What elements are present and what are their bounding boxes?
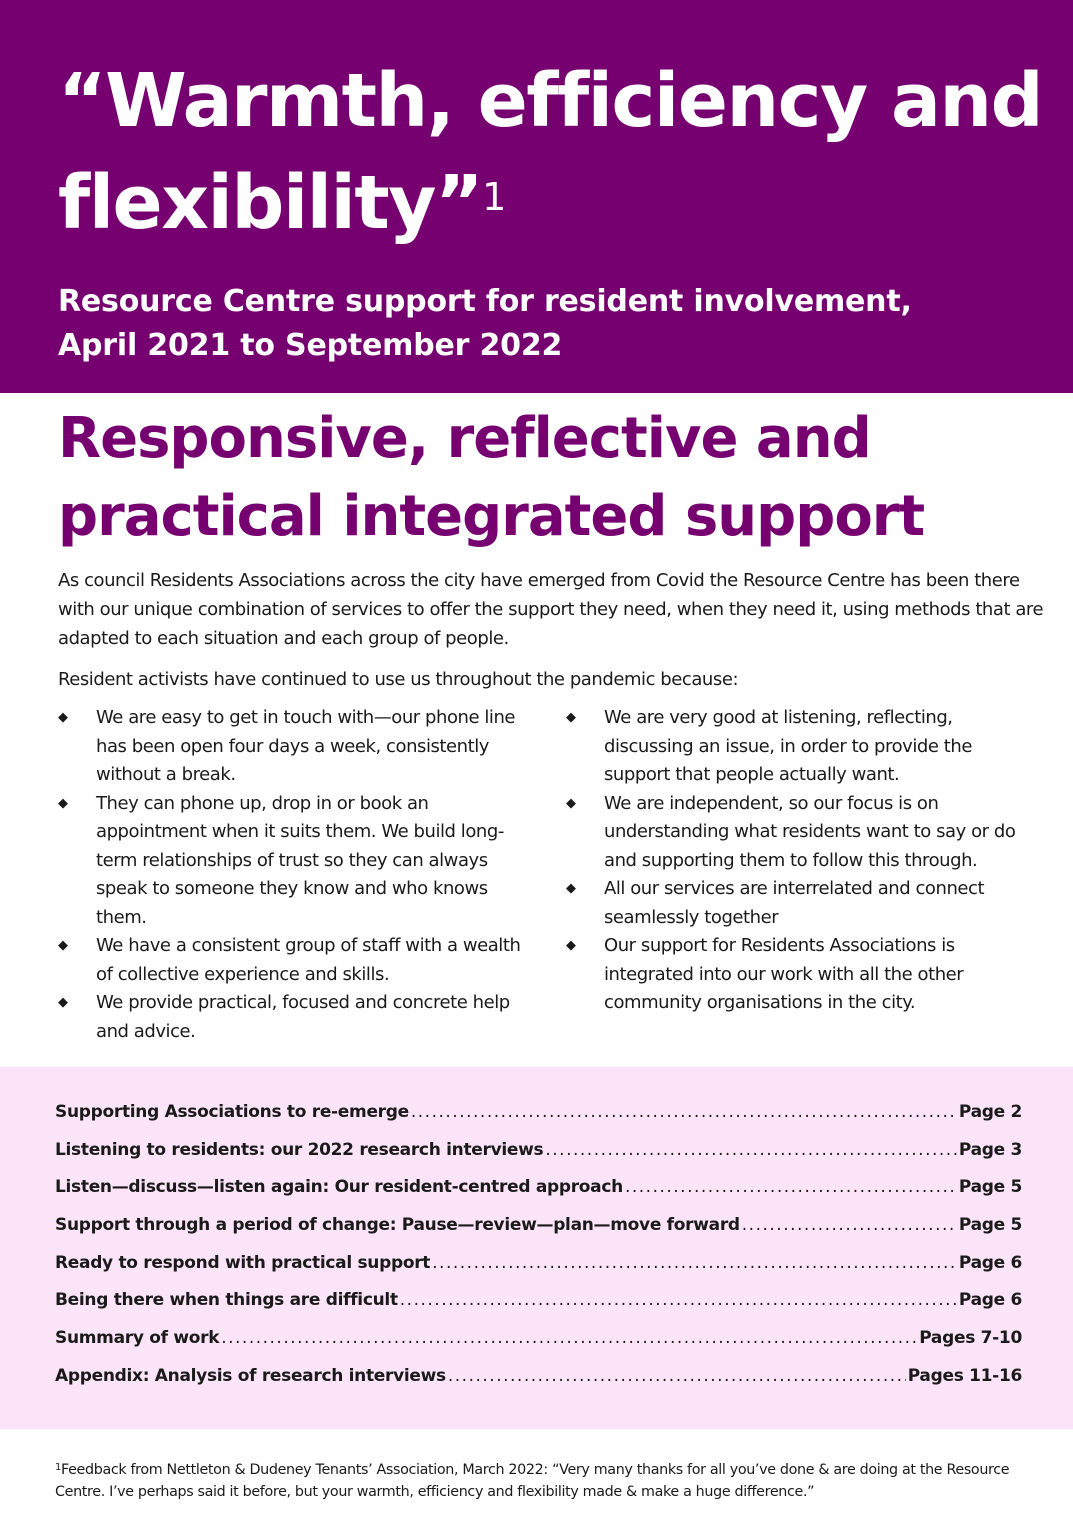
toc-leader-dots (625, 1169, 957, 1207)
footnote-marker: 1 (55, 1462, 62, 1473)
title-banner: “Warmth, efficiency and flexibility”1 Re… (0, 0, 1073, 393)
bullet-text: All our services are interrelated and co… (604, 878, 985, 928)
toc-leader-dots (742, 1207, 957, 1245)
bullet-item: ◆ Our support for Residents Associations … (566, 932, 1036, 1018)
bullet-list-left: ◆ We are easy to get in touch with—our ph… (58, 704, 528, 1046)
bullet-list-right: ◆ We are very good at listening, reflecti… (566, 704, 1036, 1018)
bullets-lead-in: Resident activists have continued to use… (58, 669, 739, 690)
toc-entry-page: Page 2 (958, 1102, 1022, 1122)
bullet-text: We provide practical, focused and concre… (96, 992, 510, 1042)
page-subtitle: Resource Centre support for resident inv… (58, 280, 1048, 368)
toc-entry-title: Supporting Associations to re-emerge (55, 1102, 409, 1122)
footnote-text: Feedback from Nettleton & Dudeney Tenant… (55, 1462, 1010, 1500)
toc-leader-dots (545, 1132, 957, 1170)
toc-entry-title: Listen—discuss—listen again: Our residen… (55, 1177, 623, 1198)
toc-entry[interactable]: Ready to respond with practical support P… (55, 1245, 1022, 1283)
section-heading: Responsive, reflective and practical int… (58, 406, 925, 549)
bullet-text: We are independent, so our focus is on u… (604, 792, 1016, 871)
toc-leader-dots (411, 1094, 957, 1132)
bullet-item: ◆ All our services are interrelated and c… (566, 875, 1036, 932)
bullet-text: We are very good at listening, reflectin… (604, 707, 972, 785)
toc-entry[interactable]: Being there when things are difficult Pag… (55, 1282, 1022, 1320)
toc-entry[interactable]: Supporting Associations to re-emerge Page… (55, 1094, 1022, 1132)
bullet-item: ◆ We have a consistent group of staff wit… (58, 932, 528, 989)
subtitle-line-2: April 2021 to September 2022 (58, 328, 563, 363)
toc-leader-dots (400, 1282, 957, 1320)
toc-entry-page: Page 3 (958, 1139, 1022, 1160)
bullet-item: ◆ We are independent, so our focus is on … (566, 790, 1036, 876)
toc-entry-title: Ready to respond with practical support (55, 1252, 431, 1273)
bullet-item: ◆ They can phone up, drop in or book an a… (58, 790, 528, 933)
diamond-bullet-icon: ◆ (566, 881, 576, 896)
toc-entry-page: Page 5 (958, 1215, 1022, 1236)
bullet-text: We are easy to get in touch with—our pho… (96, 707, 516, 785)
diamond-bullet-icon: ◆ (566, 795, 576, 811)
toc-entry[interactable]: Listen—discuss—listen again: Our residen… (55, 1169, 1022, 1207)
toc-entry-page: Pages 11-16 (907, 1365, 1023, 1386)
diamond-bullet-icon: ◆ (566, 710, 576, 725)
title-footnote-marker: 1 (482, 175, 507, 219)
toc-leader-dots (221, 1320, 917, 1358)
toc-leader-dots (448, 1358, 906, 1396)
diamond-bullet-icon: ◆ (58, 995, 68, 1010)
bullet-item: ◆ We are easy to get in touch with—our ph… (58, 704, 528, 790)
subtitle-line-1: Resource Centre support for resident inv… (58, 284, 912, 319)
toc-entry-page: Page 6 (958, 1252, 1022, 1273)
table-of-contents: Supporting Associations to re-emergePage… (55, 1094, 1022, 1396)
page-title: “Warmth, efficiency and flexibility”1 (58, 50, 1048, 254)
toc-entry-title: Listening to residents: our 2022 researc… (55, 1139, 544, 1160)
diamond-bullet-icon: ◆ (58, 710, 68, 725)
bullet-item: ◆ We provide practical, focused and concr… (58, 989, 528, 1046)
toc-entry-page: Pages 7-10 (919, 1328, 1022, 1349)
toc-entry[interactable]: Listening to residents: our 2022 researc… (55, 1132, 1022, 1170)
bullet-text: Our support for Residents Associations i… (604, 935, 964, 1013)
page-title-text: “Warmth, efficiency and flexibility” (58, 58, 1044, 246)
bullet-text: They can phone up, drop in or book an ap… (96, 792, 504, 928)
diamond-bullet-icon: ◆ (58, 938, 68, 953)
bullet-item: ◆ We are very good at listening, reflecti… (566, 704, 1036, 790)
toc-entry-title: Summary of work (55, 1328, 220, 1349)
diamond-bullet-icon: ◆ (58, 795, 68, 811)
footnote: 1Feedback from Nettleton & Dudeney Tenan… (55, 1459, 1040, 1503)
toc-entry[interactable]: Summary of work Pages 7-10 (55, 1320, 1022, 1358)
toc-entry-title: Support through a period of change: Paus… (55, 1215, 740, 1236)
bullet-text: We have a consistent group of staff with… (96, 935, 521, 985)
toc-leader-dots (432, 1245, 957, 1283)
toc-entry-page: Page 6 (958, 1290, 1022, 1311)
diamond-bullet-icon: ◆ (566, 938, 576, 953)
toc-entry[interactable]: Support through a period of change: Paus… (55, 1207, 1022, 1245)
toc-entry-title: Appendix: Analysis of research interview… (55, 1365, 446, 1386)
toc-entry[interactable]: Appendix: Analysis of research interview… (55, 1358, 1022, 1396)
intro-paragraph: As council Residents Associations across… (58, 570, 1044, 649)
toc-entry-title: Being there when things are difficult (55, 1290, 398, 1311)
toc-entry-page: Page 5 (958, 1177, 1022, 1198)
